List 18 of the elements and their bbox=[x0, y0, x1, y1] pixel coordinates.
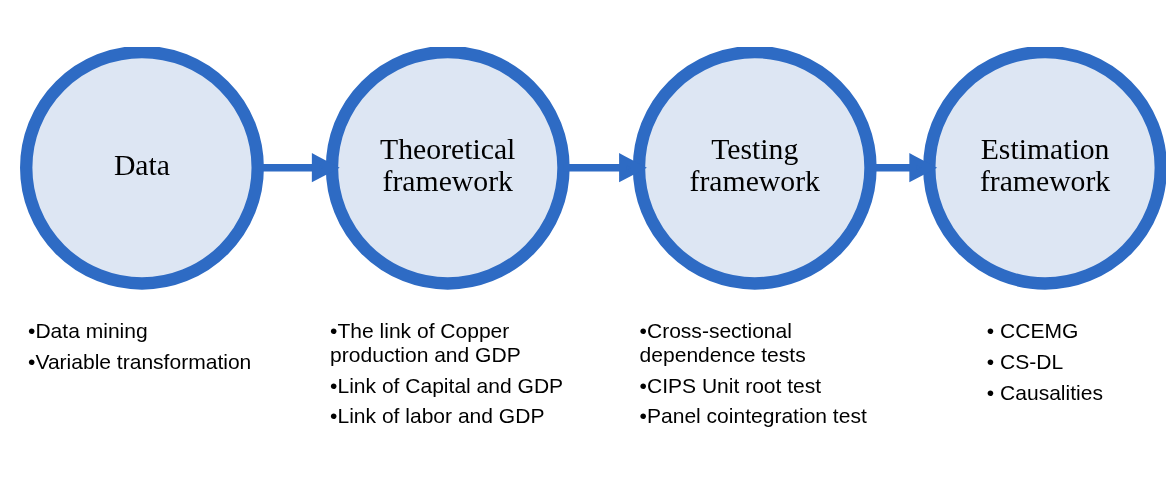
arrow bbox=[257, 153, 340, 183]
node-label: • CCEMG bbox=[986, 319, 1079, 343]
node-label: •Data mining bbox=[28, 319, 148, 343]
node-label: •Variable transformation bbox=[28, 349, 252, 373]
node-circle: Estimation framework bbox=[923, 47, 1166, 290]
node-label: •Cross-sectional dependence tests bbox=[639, 319, 806, 366]
node-label: •Link of Capital and GDP bbox=[330, 373, 564, 397]
node-label: •The link of Copper production and GDP bbox=[330, 319, 521, 366]
node-circle: Data bbox=[20, 47, 264, 290]
arrow bbox=[870, 153, 938, 183]
node-label: • Causalities bbox=[986, 380, 1103, 404]
arrow bbox=[563, 153, 647, 183]
node-label: • CS-DL bbox=[986, 349, 1064, 373]
node-label: •CIPS Unit root test bbox=[639, 373, 822, 397]
node-label: •Panel cointegration test bbox=[639, 404, 867, 428]
node-circle: Testing framework bbox=[632, 47, 877, 290]
node-label: •Link of labor and GDP bbox=[330, 404, 545, 428]
node-circle: Theoretical framework bbox=[325, 47, 570, 290]
